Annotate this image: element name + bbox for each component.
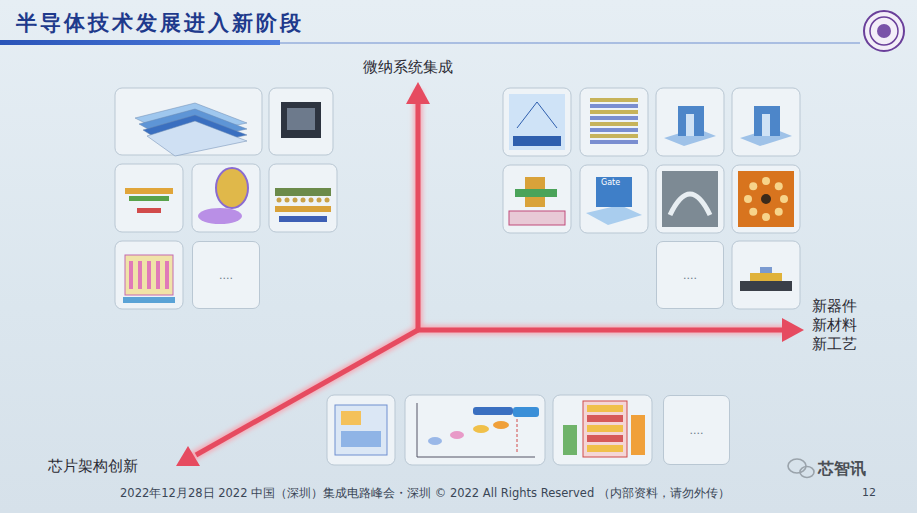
university-logo: [864, 11, 904, 51]
thumbnail-chart: [405, 395, 545, 465]
thumbnail-package: [115, 241, 183, 309]
thumbnail-stack: [115, 164, 183, 232]
wechat-icon: [788, 459, 814, 478]
axis-label: 微纳系统集成: [363, 58, 453, 77]
page-number: 12: [862, 486, 876, 499]
thumbnail-gaa: [503, 165, 571, 233]
thumbnail-bumps: [269, 164, 337, 232]
thumbnail-gate: [580, 165, 648, 233]
axis-arrowheads: [176, 82, 804, 466]
thumbnail-layers: [115, 88, 262, 156]
footer-text: 2022年12月28日 2022 中国（深圳）集成电路峰会・深圳 © 2022 …: [120, 486, 730, 501]
thumbnail-schematic: [503, 88, 571, 156]
thumbnail-cube: [580, 88, 648, 156]
ellipsis-box: ....: [663, 395, 730, 465]
axis-label: 芯片架构创新: [48, 457, 138, 476]
thumbnail-block: [327, 395, 395, 465]
thumbnail-dots: [732, 165, 800, 233]
thumbnail-arch: [553, 395, 652, 465]
slide-title: 半导体技术发展进入新阶段: [16, 9, 304, 37]
thumbnail-device: [732, 241, 800, 309]
thumbnail-fin: [656, 88, 724, 156]
title-rule: [280, 43, 860, 44]
ellipsis-text: ....: [683, 269, 697, 282]
axis-label: 新器件 新材料 新工艺: [812, 297, 859, 353]
thumbnail-fin: [732, 88, 800, 156]
ellipsis-text: ....: [219, 269, 233, 282]
thumbnail-wafer: [192, 164, 260, 232]
watermark: 芯智讯: [818, 459, 866, 480]
ellipsis-text: ....: [690, 424, 704, 437]
ellipsis-box: ....: [656, 241, 724, 309]
ellipsis-box: ....: [192, 241, 260, 309]
thumb-caption: Gate: [601, 178, 620, 187]
thumbnail-tem: [656, 165, 724, 233]
title-bar: [0, 40, 280, 45]
thumbnail-chip: [269, 88, 333, 155]
